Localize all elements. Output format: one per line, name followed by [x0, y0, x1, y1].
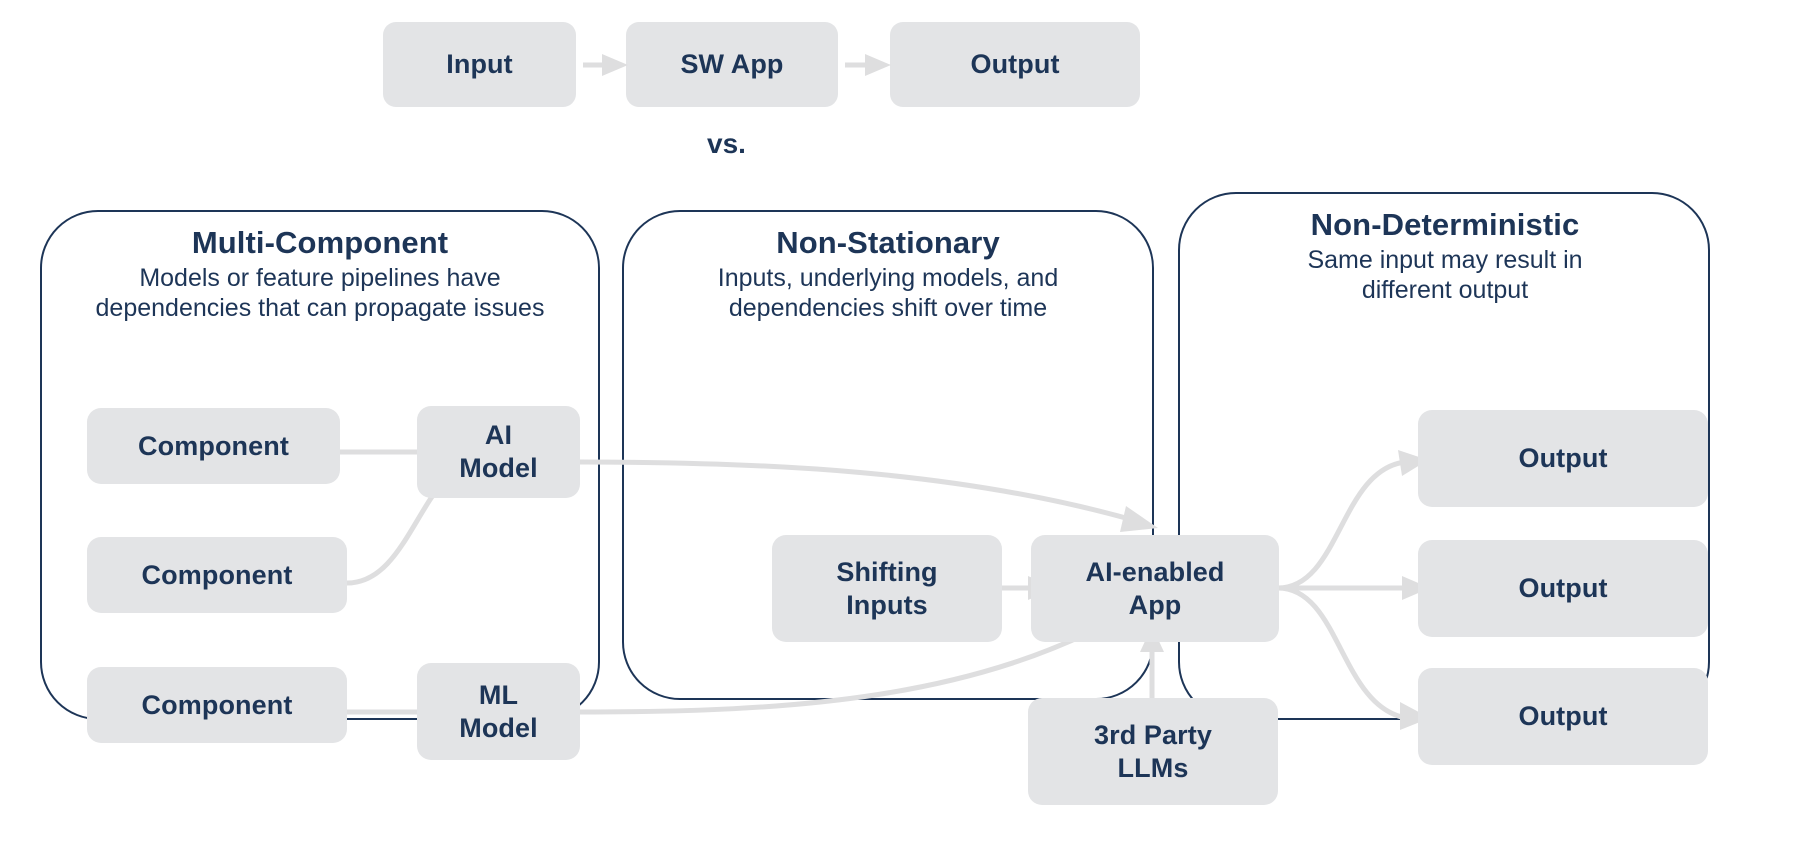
- node-ml-model-label-line-1: ML: [478, 679, 519, 710]
- node-ai-model-label-line-2: Model: [459, 453, 538, 483]
- panel-non-deterministic-subtitle-line-2: different output: [1361, 276, 1529, 305]
- node-ai-enabled-app-label-line-2: App: [1128, 589, 1182, 620]
- node-output-1-label: Output: [1518, 443, 1608, 474]
- node-component-2: Component: [87, 537, 347, 613]
- panel-non-stationary-heading: Non-Stationary Inputs, underlying models…: [628, 225, 1148, 324]
- node-component-1-label: Component: [138, 430, 289, 461]
- node-output-top: Output: [890, 22, 1140, 107]
- node-output-2-label: Output: [1518, 573, 1608, 604]
- panel-multi-component-subtitle-line-2: dependencies that can propagate issues: [95, 294, 545, 323]
- node-third-party-llms-label-line-1: 3rd Party: [1094, 719, 1212, 750]
- panel-non-stationary-subtitle-line-1: Inputs, underlying models, and: [717, 263, 1059, 292]
- panel-multi-component-subtitle-line-1: Models or feature pipelines have: [139, 263, 501, 292]
- node-output-1: Output: [1418, 410, 1708, 507]
- node-component-3: Component: [87, 667, 347, 743]
- node-output-top-label: Output: [970, 49, 1060, 80]
- node-component-1: Component: [87, 408, 340, 484]
- node-ai-enabled-app-label-line-1: AI-enabled: [1085, 556, 1225, 587]
- panel-non-stationary-title: Non-Stationary: [776, 225, 1000, 260]
- node-ml-model: ML Model: [417, 663, 580, 760]
- node-input: Input: [383, 22, 576, 107]
- arrow-right-icon: [865, 54, 891, 76]
- node-shifting-inputs-label-line-1: Shifting: [836, 556, 938, 587]
- node-sw-app-label: SW App: [680, 49, 784, 80]
- node-output-3-label: Output: [1518, 701, 1608, 732]
- panel-non-deterministic-title: Non-Deterministic: [1310, 207, 1580, 242]
- node-ai-model: AI Model: [417, 406, 580, 498]
- node-shifting-inputs: Shifting Inputs: [772, 535, 1002, 642]
- panel-multi-component-heading: Multi-Component Models or feature pipeli…: [46, 225, 594, 324]
- node-input-label: Input: [446, 49, 513, 80]
- node-output-2: Output: [1418, 540, 1708, 637]
- panel-multi-component-title: Multi-Component: [191, 225, 449, 260]
- panel-non-deterministic-subtitle-line-1: Same input may result in: [1307, 245, 1583, 274]
- node-ai-model-label-line-1: AI: [484, 420, 513, 451]
- node-sw-app: SW App: [626, 22, 838, 107]
- node-ml-model-label-line-2: Model: [459, 712, 538, 743]
- vs-label: vs.: [707, 128, 746, 159]
- node-shifting-inputs-label-line-2: Inputs: [846, 589, 928, 620]
- node-component-3-label: Component: [141, 689, 293, 720]
- panel-non-stationary-subtitle-line-2: dependencies shift over time: [728, 294, 1048, 323]
- arrow-right-icon: [602, 54, 628, 76]
- node-ai-enabled-app: AI-enabled App: [1031, 535, 1279, 642]
- node-component-2-label: Component: [141, 559, 293, 590]
- panel-non-deterministic-heading: Non-Deterministic Same input may result …: [1186, 207, 1704, 306]
- node-third-party-llms-label-line-2: LLMs: [1117, 752, 1189, 783]
- node-output-3: Output: [1418, 668, 1708, 765]
- node-third-party-llms: 3rd Party LLMs: [1028, 698, 1278, 805]
